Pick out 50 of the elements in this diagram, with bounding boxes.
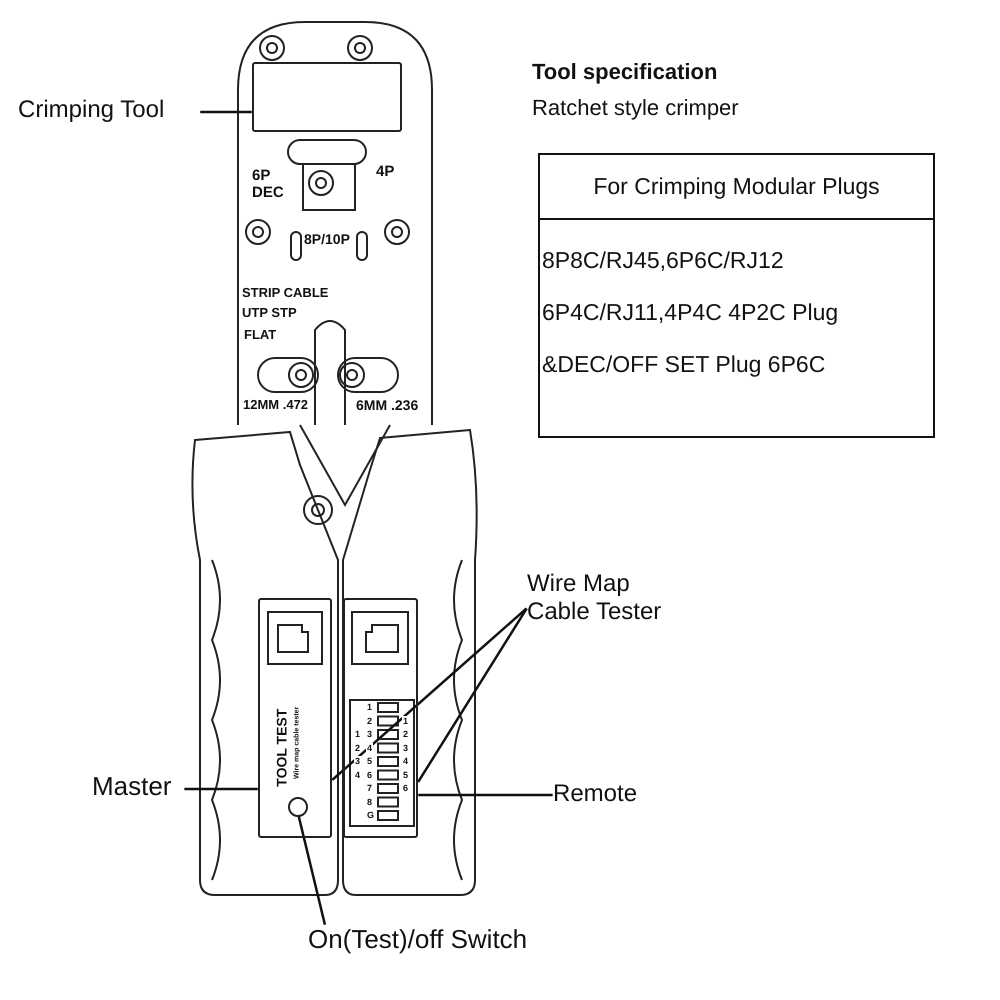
callout-label: Master — [92, 772, 184, 804]
engraved-text: 8P/10P — [304, 232, 350, 248]
table-row-text: &DEC/OFF SET Plug 6P6C — [541, 350, 826, 379]
subheading: Ratchet style crimper — [532, 96, 739, 120]
master-unit — [258, 598, 332, 838]
pin-number: 2 — [366, 716, 374, 726]
pin-number: 2 — [354, 742, 362, 752]
pin-number: 4 — [366, 742, 374, 752]
leader-line — [331, 608, 528, 781]
pin-number: 2 — [402, 729, 410, 739]
engraved-text: 6P DEC — [252, 168, 285, 201]
switch-button — [288, 797, 308, 817]
leader-line — [418, 794, 553, 796]
pin-number: 1 — [366, 702, 374, 712]
leader-line — [417, 608, 528, 783]
pin-number: 1 — [354, 729, 362, 739]
leader-line — [200, 110, 252, 114]
pin-number: 3 — [354, 756, 362, 766]
engraved-text: STRIP CABLE — [242, 286, 328, 300]
pin-number: 6 — [366, 770, 374, 780]
pin-number: 3 — [366, 729, 374, 739]
engraved-text: 6MM .236 — [356, 398, 418, 414]
pin-number: 5 — [366, 756, 374, 766]
pin-number: 7 — [366, 783, 374, 793]
engraved-text: FLAT — [244, 328, 276, 342]
leader-line — [297, 814, 326, 925]
heading: Tool specification — [532, 60, 718, 84]
table-row-text: 6P4C/RJ11,4P4C 4P2C Plug — [541, 298, 840, 327]
pin-number: 8 — [366, 796, 374, 806]
remote-unit — [343, 598, 418, 838]
pin-number: 5 — [402, 770, 410, 780]
leader-line — [184, 788, 258, 790]
callout-label: On(Test)/off Switch — [308, 925, 570, 959]
engraved-text: UTP STP — [242, 306, 297, 320]
table-header: For Crimping Modular Plugs — [540, 155, 933, 220]
pin-number: 6 — [402, 783, 410, 793]
callout-label: Remote — [553, 780, 657, 812]
table-row-text: 8P8C/RJ45,6P6C/RJ12 — [541, 246, 785, 275]
spec-table — [538, 153, 935, 438]
pin-number: G — [366, 810, 376, 820]
pin-number: 3 — [402, 742, 410, 752]
engraved-text: 4P — [376, 164, 394, 180]
pin-number: 4 — [402, 756, 410, 766]
callout-label: Crimping Tool — [18, 96, 200, 128]
engraved-text: TOOL TEST — [274, 708, 290, 786]
engraved-text: 12MM .472 — [243, 398, 308, 412]
pin-number: 1 — [402, 716, 410, 726]
callout-label: Wire Map Cable Tester — [527, 570, 699, 630]
crimping-die — [252, 62, 402, 132]
pin-number: 4 — [354, 770, 362, 780]
